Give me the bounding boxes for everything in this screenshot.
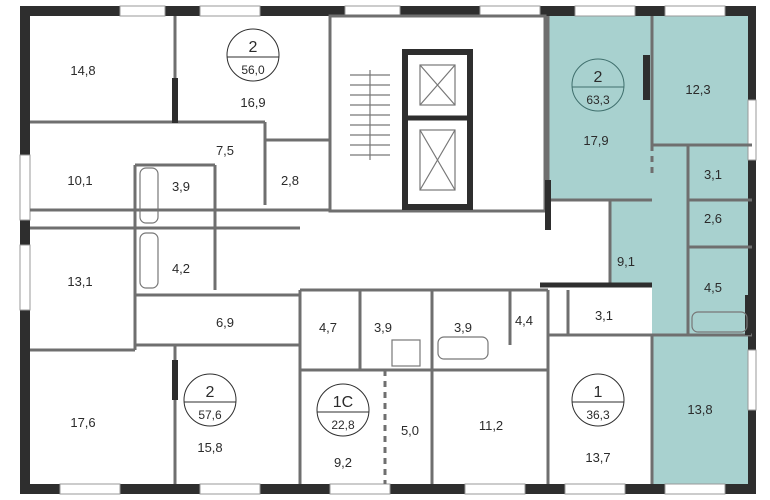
apartment-badge[interactable]: 2 57,6 (183, 373, 237, 427)
bathtub-icons (139, 167, 748, 367)
apartment-rooms: 1С (333, 394, 353, 411)
apartment-rooms: 2 (249, 39, 258, 56)
highlighted-apartment-fill (548, 16, 752, 485)
room-area: 4,2 (172, 261, 190, 276)
room-area: 3,9 (454, 320, 472, 335)
room-area: 6,9 (216, 315, 234, 330)
room-area: 3,9 (172, 179, 190, 194)
apartment-total-area: 22,8 (331, 418, 355, 432)
apartment-badge[interactable]: 1 36,3 (571, 373, 625, 427)
room-area: 3,1 (595, 308, 613, 323)
room-area: 16,9 (240, 95, 265, 110)
room-area: 3,9 (374, 320, 392, 335)
room-area: 12,3 (685, 82, 710, 97)
apartment-rooms: 2 (206, 384, 215, 401)
room-area: 17,9 (583, 133, 608, 148)
apartment-badge-highlighted[interactable]: 2 63,3 (571, 58, 625, 112)
stair-elevator-core (328, 14, 547, 213)
room-area: 13,7 (585, 450, 610, 465)
room-area: 14,8 (70, 63, 95, 78)
apartment-total-area: 57,6 (198, 408, 222, 422)
room-area: 4,7 (319, 320, 337, 335)
apartment-badge[interactable]: 2 56,0 (226, 28, 280, 82)
apartment-total-area: 56,0 (241, 63, 265, 77)
room-area: 11,2 (479, 418, 503, 433)
room-area: 3,1 (704, 167, 722, 182)
room-area: 2,6 (704, 211, 722, 226)
room-area: 9,2 (334, 455, 352, 470)
wall-accents (172, 55, 751, 400)
room-area: 2,8 (281, 173, 299, 188)
room-area: 15,8 (197, 440, 222, 455)
room-area: 4,5 (704, 280, 722, 295)
room-area: 13,1 (67, 274, 92, 289)
exterior-walls (19, 5, 757, 495)
apartment-rooms: 2 (594, 69, 603, 86)
room-area: 7,5 (216, 143, 234, 158)
room-area: 9,1 (617, 254, 635, 269)
apartment-total-area: 36,3 (586, 408, 610, 422)
room-area: 4,4 (515, 313, 533, 328)
apartment-rooms: 1 (594, 384, 603, 401)
room-area: 17,6 (70, 415, 95, 430)
room-area-labels: 14,8 16,9 10,1 7,5 3,9 2,8 13,1 4,2 6,9 … (67, 63, 722, 470)
room-area: 13,8 (687, 402, 712, 417)
apartment-total-area: 63,3 (586, 93, 610, 107)
room-area: 5,0 (401, 423, 419, 438)
apartment-badge[interactable]: 1С 22,8 (316, 383, 370, 437)
room-area: 10,1 (67, 173, 92, 188)
interior-walls (30, 16, 752, 484)
